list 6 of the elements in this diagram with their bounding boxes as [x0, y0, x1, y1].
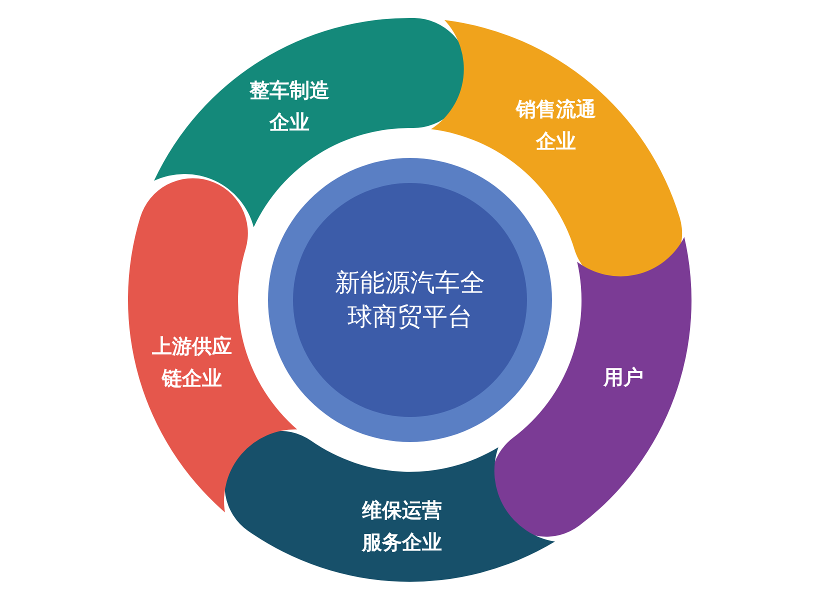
segment-label: 销售流通企业: [514, 98, 597, 156]
center-label: 新能源汽车全球商贸平台: [335, 268, 485, 333]
segment-label: 维保运营服务企业: [360, 498, 444, 556]
segment-label: 整车制造企业: [248, 78, 331, 136]
segment-label: 上游供应链企业: [150, 334, 233, 392]
segment-label: 用户: [602, 366, 644, 391]
